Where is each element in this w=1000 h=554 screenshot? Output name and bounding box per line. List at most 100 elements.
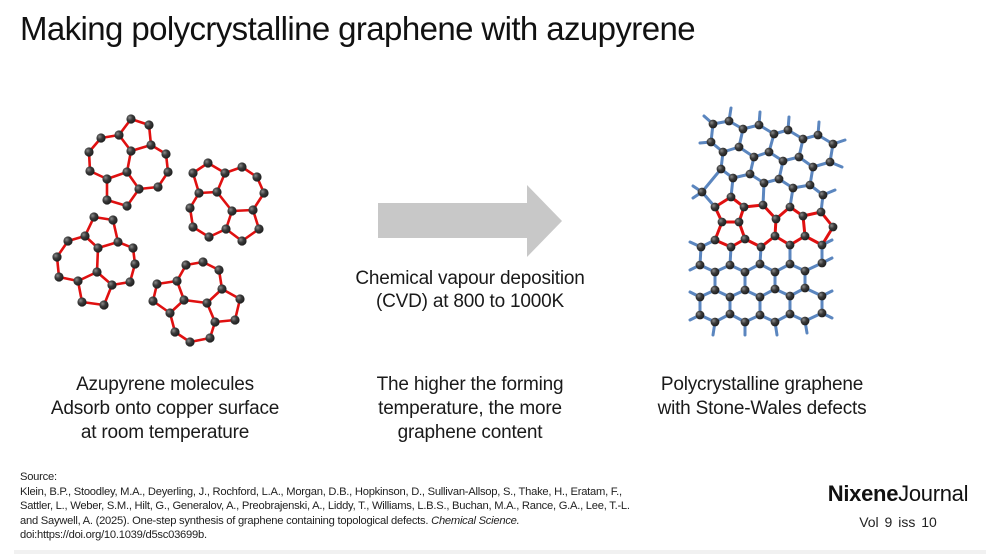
carbon-atom: [817, 291, 827, 301]
carbon-atom: [126, 114, 136, 124]
carbon-atom: [808, 162, 818, 172]
caption-line: Adsorb onto copper surface: [50, 398, 280, 419]
carbon-atom: [706, 137, 716, 147]
carbon-atom: [716, 164, 726, 174]
carbon-atom: [188, 168, 198, 178]
carbon-atom: [770, 284, 780, 294]
carbon-atom: [817, 240, 827, 250]
carbon-atom: [710, 317, 720, 327]
carbon-atom: [738, 124, 748, 134]
carbon-atom: [759, 178, 769, 188]
carbon-atom: [754, 120, 764, 130]
carbon-atom: [818, 190, 828, 200]
carbon-atom: [734, 142, 744, 152]
carbon-atom: [756, 242, 766, 252]
carbon-atom: [764, 147, 774, 157]
carbon-atom: [237, 162, 247, 172]
carbon-atom: [93, 243, 103, 253]
carbon-atom: [825, 157, 835, 167]
carbon-atom: [96, 133, 106, 143]
carbon-atom: [181, 260, 191, 270]
carbon-atom: [755, 310, 765, 320]
caption-line: graphene content: [397, 422, 543, 443]
bond: [700, 167, 723, 194]
journal-name: Chemical Science.: [431, 514, 520, 527]
carbon-atom: [710, 267, 720, 277]
carbon-atom: [102, 195, 112, 205]
carbon-atom: [770, 317, 780, 327]
journal-brand: NixeneJournal Vol 9 iss 10: [800, 481, 996, 530]
carbon-atom: [800, 283, 810, 293]
doi-link[interactable]: doi:https://doi.org/10.1039/d5sc03699b.: [20, 529, 207, 542]
carbon-atom: [130, 259, 140, 269]
carbon-atom: [220, 168, 230, 178]
carbon-atom: [817, 308, 827, 318]
carbon-atom: [134, 184, 144, 194]
carbon-atom: [153, 182, 163, 192]
carbon-atom: [172, 276, 182, 286]
carbon-atom: [734, 217, 744, 227]
caption-line: Polycrystalline graphene: [660, 374, 864, 395]
caption-line: at room temperature: [80, 422, 250, 443]
carbon-atom: [785, 259, 795, 269]
citation-line: Klein, B.P., Stoodley, M.A., Deyerling, …: [20, 485, 622, 498]
carbon-atom: [726, 192, 736, 202]
carbon-atom: [165, 308, 175, 318]
carbon-atom: [817, 258, 827, 268]
carbon-atom: [813, 130, 823, 140]
azupyrene-molecules: [52, 114, 269, 347]
carbon-atom: [725, 309, 735, 319]
process-arrow: [378, 185, 562, 257]
carbon-atom: [185, 203, 195, 213]
carbon-atom: [102, 174, 112, 184]
carbon-atom: [774, 174, 784, 184]
citation-line: and Saywell, A. (2025). One-step synthes…: [20, 514, 630, 529]
carbon-atom: [770, 231, 780, 241]
carbon-atom: [221, 224, 231, 234]
carbon-atom: [235, 294, 245, 304]
carbon-atom: [718, 147, 728, 157]
carbon-atom: [710, 285, 720, 295]
carbon-atom: [146, 140, 156, 150]
carbon-atom: [800, 231, 810, 241]
carbon-atom: [161, 149, 171, 159]
carbon-atom: [179, 295, 189, 305]
carbon-atom: [828, 222, 838, 232]
caption-temperature: The higher the forming temperature, the …: [320, 373, 620, 445]
citation-line: Sattler, L., Weber, S.M., Hilt, G., Gene…: [20, 500, 630, 513]
carbon-atom: [769, 129, 779, 139]
carbon-atom: [816, 207, 826, 217]
carbon-atom: [697, 187, 707, 197]
carbon-atom: [203, 158, 213, 168]
cvd-label-line-1: Chemical vapour deposition: [355, 268, 585, 289]
carbon-atom: [170, 327, 180, 337]
carbon-atom: [188, 222, 198, 232]
carbon-atom: [755, 292, 765, 302]
carbon-atom: [708, 119, 718, 129]
carbon-atom: [740, 267, 750, 277]
carbon-atom: [778, 156, 788, 166]
carbon-atom: [214, 265, 224, 275]
carbon-atom: [724, 116, 734, 126]
carbon-atom: [113, 237, 123, 247]
brand-name-bold: Nixene: [827, 481, 899, 506]
carbon-atom: [227, 206, 237, 216]
carbon-atom: [230, 315, 240, 325]
carbon-atom: [198, 257, 208, 267]
carbon-atom: [185, 337, 195, 347]
carbon-atom: [217, 284, 227, 294]
cvd-label-line-2: (CVD) at 800 to 1000K: [375, 291, 565, 312]
carbon-atom: [695, 260, 705, 270]
caption-graphene: Polycrystalline graphene with Stone-Wale…: [612, 373, 912, 421]
carbon-atom: [77, 297, 87, 307]
volume-issue: Vol 9 iss 10: [859, 514, 937, 530]
brand-logo: NixeneJournal: [800, 481, 996, 507]
carbon-atom: [783, 125, 793, 135]
cvd-label: Chemical vapour deposition (CVD) at 800 …: [310, 267, 630, 313]
carbon-atom: [696, 242, 706, 252]
carbon-atom: [237, 236, 247, 246]
carbon-atom: [710, 235, 720, 245]
citation-text: and Saywell, A. (2025). One-step synthes…: [20, 514, 432, 527]
carbon-atom: [210, 317, 220, 327]
